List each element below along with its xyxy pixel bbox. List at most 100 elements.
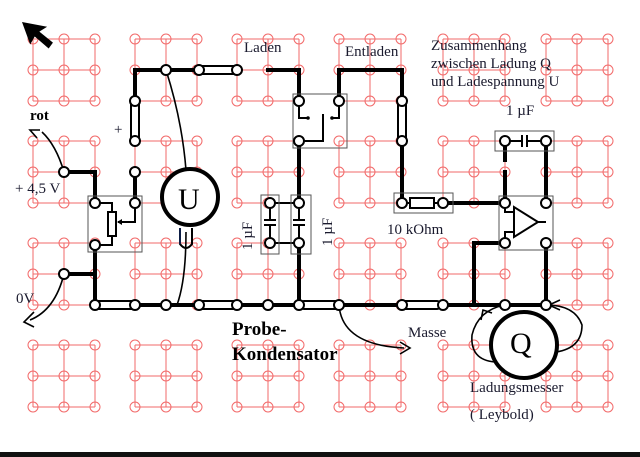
grid-socket xyxy=(58,135,70,147)
grid-socket xyxy=(571,401,583,413)
grid-block xyxy=(333,237,407,311)
grid-socket xyxy=(468,370,480,382)
grid-socket xyxy=(160,33,172,45)
grid-socket xyxy=(231,33,243,45)
grid-socket xyxy=(262,166,274,178)
connection-node xyxy=(540,135,552,147)
grid-socket xyxy=(27,268,39,280)
label-capacitor-top: 1 µF xyxy=(506,103,535,119)
grid-socket xyxy=(602,268,614,280)
grid-socket xyxy=(27,370,39,382)
grid-socket xyxy=(364,135,376,147)
grid-socket xyxy=(571,166,583,178)
grid-block xyxy=(540,339,614,413)
wire xyxy=(62,170,97,205)
amplifier-box xyxy=(498,195,554,251)
diagram-title: Zusammenhang zwischen Ladung Q und Lades… xyxy=(431,37,559,91)
label-plus: + xyxy=(114,122,123,138)
connection-node xyxy=(264,237,276,249)
grid-socket xyxy=(89,339,101,351)
grid-socket xyxy=(364,401,376,413)
grid-socket xyxy=(468,64,480,76)
grid-socket xyxy=(602,370,614,382)
grid-socket xyxy=(333,166,345,178)
grid-socket xyxy=(540,33,552,45)
connection-node xyxy=(89,197,101,209)
connection-node xyxy=(540,197,552,209)
connection-node xyxy=(193,64,205,76)
grid-socket xyxy=(364,33,376,45)
grid-socket xyxy=(191,370,203,382)
grid-socket xyxy=(602,237,614,249)
grid-socket xyxy=(602,401,614,413)
label-masse: Masse xyxy=(408,325,447,341)
grid-socket xyxy=(395,237,407,249)
grid-socket xyxy=(333,135,345,147)
connection-node xyxy=(293,197,305,209)
grid-socket xyxy=(571,64,583,76)
label-charge-meter-maker: ( Leybold) xyxy=(470,407,534,423)
grid-socket xyxy=(89,135,101,147)
grid-socket xyxy=(293,339,305,351)
arrow-left-icon xyxy=(28,129,40,139)
grid-socket xyxy=(333,237,345,249)
capacitor-box-right xyxy=(290,194,312,255)
grid-socket xyxy=(468,33,480,45)
grid-socket xyxy=(231,135,243,147)
grid-socket xyxy=(437,268,449,280)
grid-socket xyxy=(129,237,141,249)
label-laden: Laden xyxy=(244,40,282,56)
grid-socket xyxy=(499,64,511,76)
label-resistor: 10 kOhm xyxy=(387,222,444,238)
grid-socket xyxy=(262,135,274,147)
grid-socket xyxy=(160,339,172,351)
grid-socket xyxy=(571,135,583,147)
connection-node xyxy=(293,95,305,107)
connection-node xyxy=(160,64,172,76)
arrow-right-icon xyxy=(399,341,412,355)
resistor-icon xyxy=(402,197,443,209)
bus-bars xyxy=(94,65,441,310)
connection-node xyxy=(396,197,408,209)
grid-block xyxy=(540,237,614,311)
grid-block xyxy=(231,339,305,413)
grid-socket xyxy=(160,370,172,382)
grid-socket xyxy=(364,197,376,209)
grid-socket xyxy=(262,33,274,45)
grid-socket xyxy=(58,64,70,76)
connection-node xyxy=(499,299,511,311)
grid-socket xyxy=(602,95,614,107)
grid-socket xyxy=(364,268,376,280)
grid-socket xyxy=(602,33,614,45)
connection-node xyxy=(293,237,305,249)
grid-socket xyxy=(160,268,172,280)
connection-node xyxy=(437,197,449,209)
grid-socket xyxy=(540,95,552,107)
ground-lead xyxy=(29,273,65,321)
grid-socket xyxy=(293,370,305,382)
grid-socket xyxy=(262,401,274,413)
grid-socket xyxy=(468,135,480,147)
grid-socket xyxy=(468,401,480,413)
masse-lead xyxy=(338,304,405,349)
grid-socket xyxy=(191,33,203,45)
grid-socket xyxy=(333,339,345,351)
connection-node xyxy=(129,135,141,147)
grid-socket xyxy=(499,33,511,45)
grid-socket xyxy=(129,33,141,45)
connection-node xyxy=(58,166,70,178)
title-line: zwischen Ladung Q xyxy=(431,56,551,72)
grid-socket xyxy=(89,64,101,76)
grid-socket xyxy=(27,64,39,76)
grid-socket xyxy=(364,166,376,178)
grid-socket xyxy=(129,268,141,280)
connection-node xyxy=(231,64,243,76)
connection-node xyxy=(293,135,305,147)
grid-socket xyxy=(231,401,243,413)
connection-node xyxy=(540,299,552,311)
grid-socket xyxy=(89,33,101,45)
grid-socket xyxy=(160,237,172,249)
grid-socket xyxy=(437,237,449,249)
grid-socket xyxy=(333,197,345,209)
